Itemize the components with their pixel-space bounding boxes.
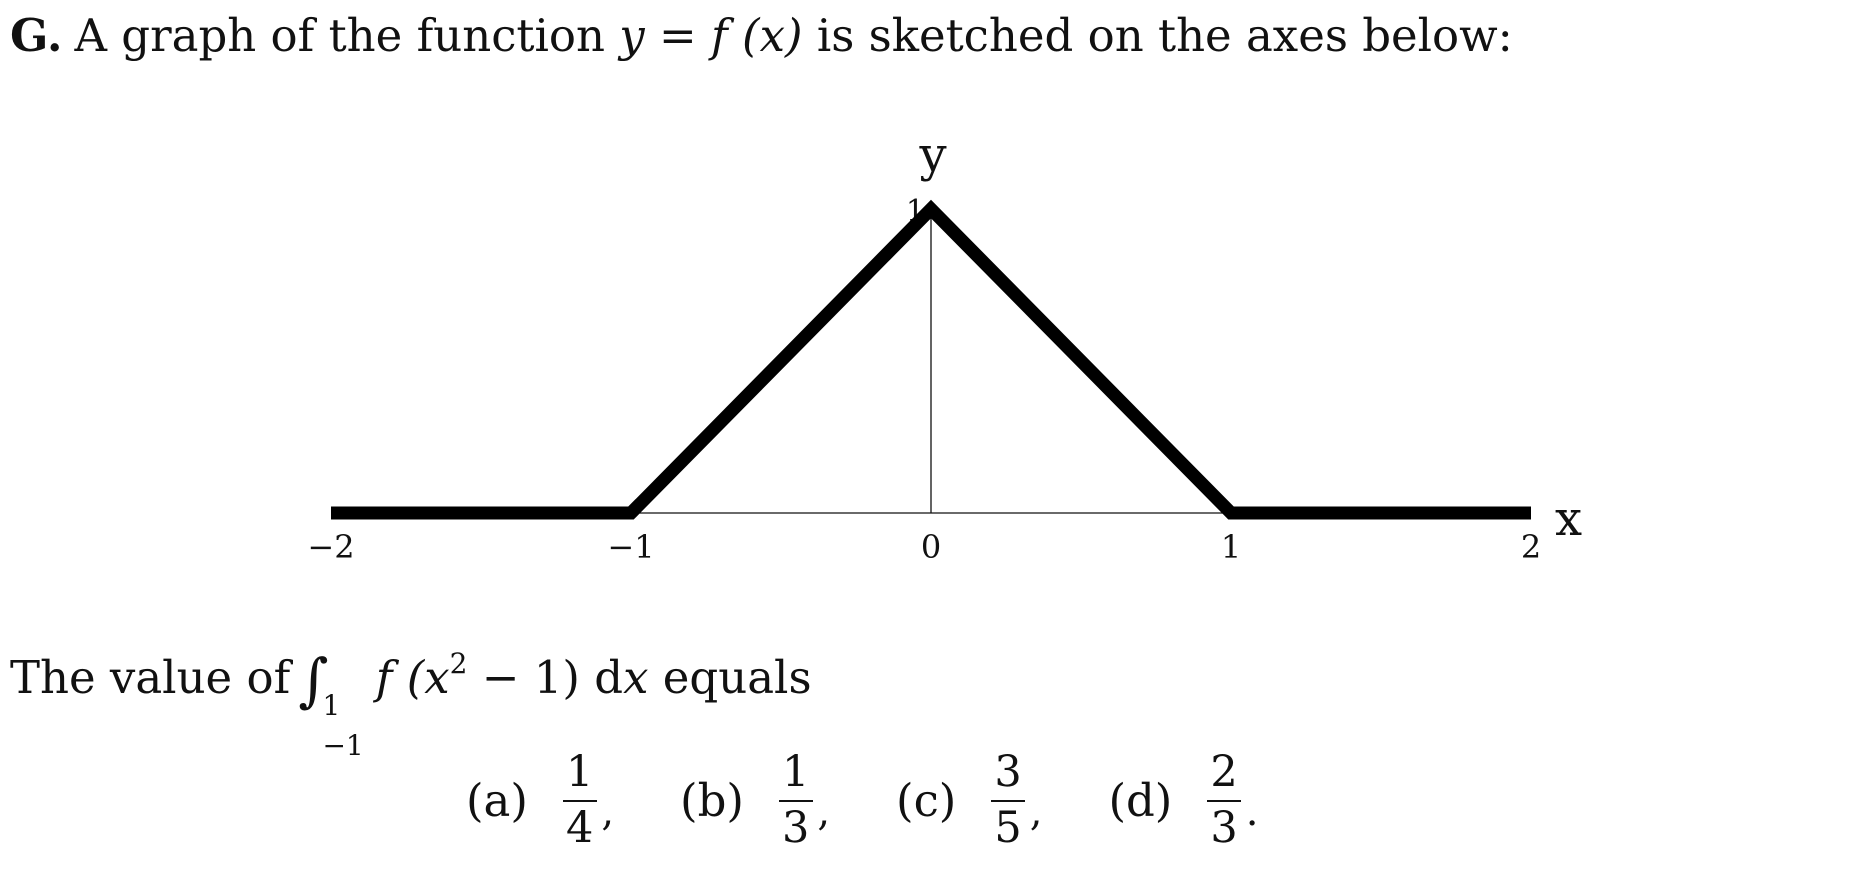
integral-lower-limit: −1 <box>322 729 364 762</box>
option-fraction: 1 3 <box>778 748 813 852</box>
option-fraction: 1 4 <box>562 748 597 852</box>
intro-prefix: A graph of the function <box>74 9 620 62</box>
option-label: (a) <box>466 773 528 827</box>
option-fraction: 2 3 <box>1206 747 1242 853</box>
integrand-rest: − 1) d <box>467 651 624 704</box>
fraction-numerator: 3 <box>994 747 1022 797</box>
answer-options: (a) 1 4 , (b) 1 3 , (c) 3 5 , (d) 2 3 <box>466 748 1258 852</box>
fraction-denominator: 5 <box>994 803 1022 853</box>
x-tick-label: −2 <box>307 528 354 566</box>
problem-label: G. <box>10 9 63 62</box>
fraction-numerator: 1 <box>565 747 594 797</box>
tick-labels: −2 −1 0 1 2 1 <box>307 194 1541 566</box>
option-a[interactable]: (a) 1 4 , <box>466 748 614 852</box>
integrand-f: f <box>375 651 393 704</box>
option-b[interactable]: (b) 1 3 , <box>680 748 830 852</box>
intro-arg: (x) <box>727 9 817 62</box>
intro-eq: = <box>644 9 712 62</box>
fraction-bar <box>562 800 597 802</box>
x-tick-label: 2 <box>1521 528 1541 566</box>
option-punctuation: , <box>817 789 831 835</box>
option-label: (d) <box>1108 773 1173 827</box>
integral-upper-limit: 1 <box>322 689 341 722</box>
fraction-numerator: 2 <box>1210 747 1238 797</box>
option-punctuation: . <box>1245 789 1259 835</box>
axes <box>331 209 1531 514</box>
integrand-arg: (x <box>392 651 450 704</box>
fraction-bar <box>991 800 1026 802</box>
fraction-bar <box>1207 800 1242 802</box>
series <box>331 199 1531 520</box>
x-axis-label: x <box>1555 491 1582 547</box>
intro-suffix: is sketched on the axes below: <box>816 9 1513 62</box>
question-prefix: The value of <box>10 651 291 704</box>
fraction-bar <box>778 800 813 802</box>
y-axis-label: y <box>918 127 946 183</box>
option-fraction: 3 5 <box>990 747 1026 853</box>
problem-statement: G.A graph of the function y = f (x) is s… <box>10 6 1513 66</box>
fraction-denominator: 4 <box>565 803 594 853</box>
fraction-numerator: 1 <box>781 747 810 797</box>
option-d[interactable]: (d) 2 3 . <box>1108 748 1258 852</box>
y-tick-label: 1 <box>906 194 925 229</box>
x-tick-label: 1 <box>1221 528 1241 566</box>
option-punctuation: , <box>1029 789 1043 835</box>
integral-limits: 1−1 <box>322 692 363 760</box>
option-c[interactable]: (c) 3 5 , <box>896 748 1042 852</box>
option-label: (c) <box>896 773 957 827</box>
x-tick-label: −1 <box>607 528 654 566</box>
intro-y: y <box>619 9 645 62</box>
integrand-exponent: 2 <box>449 647 468 680</box>
fraction-denominator: 3 <box>781 803 810 853</box>
question-suffix: equals <box>648 651 812 704</box>
dx-variable: x <box>623 651 649 704</box>
fraction-denominator: 3 <box>1210 803 1238 853</box>
x-tick-label: 0 <box>921 528 941 566</box>
intro-f: f <box>711 9 728 62</box>
integral-sign: ∫ <box>298 646 329 714</box>
option-label: (b) <box>680 773 744 827</box>
option-punctuation: , <box>601 789 615 835</box>
function-line <box>331 199 1531 520</box>
